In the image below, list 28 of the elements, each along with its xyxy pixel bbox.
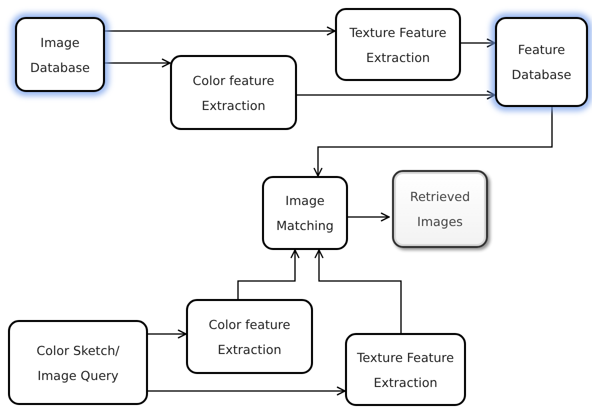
arrow (105, 26, 336, 36)
process-box (495, 17, 588, 107)
box-label: Image Database (29, 34, 91, 76)
arrow (148, 386, 346, 396)
box-label: Color Sketch/ Image Query (36, 342, 120, 385)
process-box (186, 299, 313, 374)
arrow (237, 249, 300, 299)
box-label: Color feature Extraction (192, 72, 276, 114)
process-box (335, 8, 461, 81)
arrow (314, 249, 402, 333)
process-box (345, 333, 466, 406)
arrow (313, 107, 553, 177)
process-box (392, 170, 488, 248)
process-box (15, 17, 105, 92)
box-label: Feature Database (510, 41, 572, 84)
box-label: Texture Feature Extraction (348, 24, 448, 66)
arrow (297, 90, 496, 100)
arrow (105, 58, 171, 68)
process-box (8, 320, 148, 405)
arrow (148, 329, 187, 339)
box-label: Color feature Extraction (208, 316, 292, 358)
process-box (170, 55, 297, 130)
box-label: Texture Feature Extraction (356, 348, 455, 392)
box-label: Retrieved Images (408, 188, 472, 231)
arrow (348, 212, 390, 222)
arrow (461, 38, 496, 48)
box-label: Image Matching (275, 192, 335, 235)
process-box (262, 176, 348, 250)
